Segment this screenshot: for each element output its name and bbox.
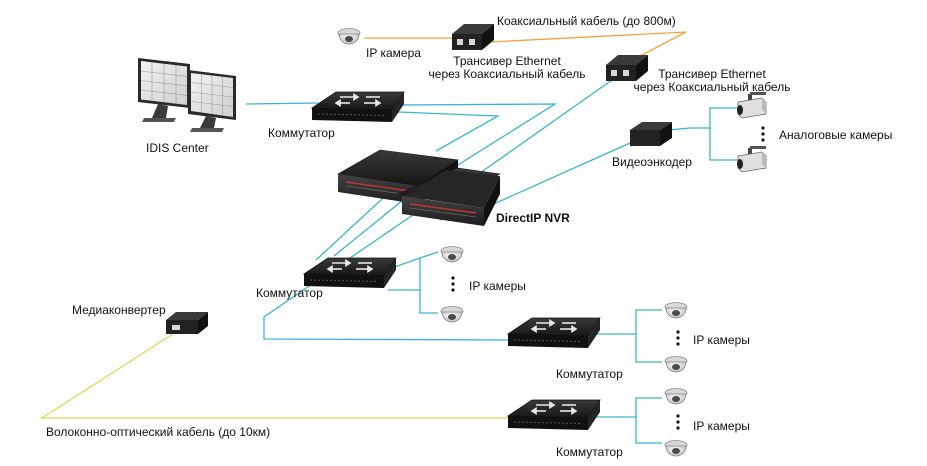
- ip-camera-dome-icon: [440, 246, 464, 263]
- nvr-icon: [337, 149, 502, 226]
- more-cameras-dots: [761, 126, 765, 142]
- switch-main-label: Коммутатор: [268, 126, 335, 140]
- analog-cameras-label: Аналоговые камеры: [779, 128, 893, 142]
- video-encoder-icon: [630, 122, 672, 146]
- cable-switch-to-nvr: [397, 111, 501, 152]
- more-cameras-dots: [676, 330, 680, 346]
- more-cameras-dots: [676, 414, 680, 430]
- switch-2-label: Коммутатор: [556, 367, 623, 381]
- switch-icon: [303, 257, 397, 289]
- monitor-icon: [138, 58, 236, 132]
- cable-nvr-switch1: [333, 195, 409, 257]
- ip-camera-label: IP камера: [366, 46, 421, 60]
- coax-cable-label: Коаксиальный кабель (до 800м): [497, 14, 676, 28]
- ip-cameras-2-label: IP камеры: [693, 333, 750, 347]
- ip-cameras-1-label: IP камеры: [469, 279, 526, 293]
- ip-cameras-3-label: IP камеры: [693, 419, 750, 433]
- ip-camera-dome-icon: [664, 388, 688, 405]
- idis-center-label: IDIS Center: [146, 141, 209, 155]
- fiber-cable-label: Волоконно-оптический кабель (до 10км): [46, 425, 271, 439]
- more-cameras-dots: [451, 276, 455, 292]
- media-converter-label: Медиаконвертер: [72, 303, 166, 317]
- switch-icon: [311, 91, 405, 123]
- switch-icon: [507, 317, 601, 349]
- ip-camera-dome-icon: [337, 28, 361, 45]
- cable-idis-switch: [245, 102, 319, 105]
- cable-switch-main-out: [397, 103, 558, 191]
- cable-transceiver2-nvr: [469, 79, 613, 181]
- cable-switch1-cams: [385, 257, 421, 291]
- video-encoder-label: Видеоэнкодер: [612, 155, 692, 169]
- nvr-label: DirectIP NVR: [496, 211, 570, 225]
- ip-camera-dome-icon: [664, 356, 688, 373]
- transceiver-1-label: Трансивер Ethernet через Коаксиальный ка…: [428, 54, 586, 81]
- switch-icon: [507, 399, 601, 431]
- box-camera-icon: [736, 145, 767, 173]
- ip-camera-dome-icon: [440, 306, 464, 323]
- switch-1-label: Коммутатор: [256, 286, 323, 300]
- coax-cable: [489, 31, 687, 57]
- transceiver-icon: [452, 24, 494, 50]
- media-converter-icon: [166, 312, 208, 334]
- switch-3-label: Коммутатор: [556, 445, 623, 459]
- ip-camera-dome-icon: [664, 440, 688, 457]
- ip-camera-dome-icon: [664, 302, 688, 319]
- box-camera-icon: [736, 91, 767, 119]
- camera-branches: [419, 107, 738, 444]
- fiber-cable: [39, 331, 520, 419]
- transceiver-2-label: Трансивер Ethernet через Коаксиальный ка…: [633, 67, 791, 94]
